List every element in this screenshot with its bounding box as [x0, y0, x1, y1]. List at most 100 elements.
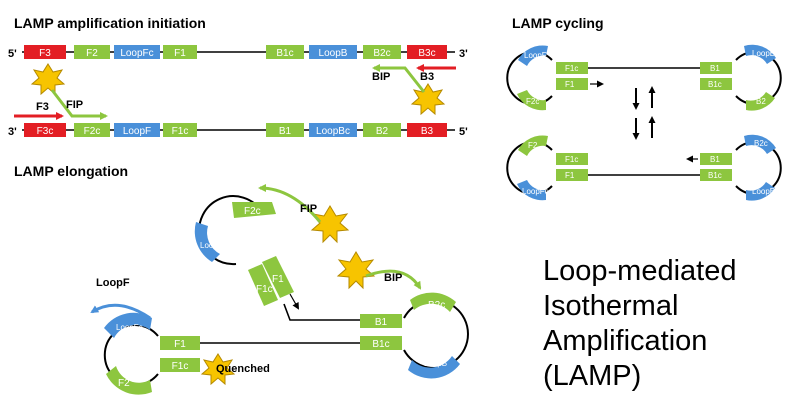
cycling-top-structure: LoopF F2c F1c F1 B1 B1c LoopBc B2 — [506, 44, 782, 111]
seg-bot-b3-label: B3 — [421, 126, 434, 137]
top-strand-5-end: 5' — [8, 48, 17, 60]
elong-b1-label: B1 — [375, 317, 388, 328]
seg-top-b1c — [266, 45, 304, 59]
elong-upper-f1c-label: F1c — [256, 284, 273, 295]
top-strand-3-end: 3' — [459, 48, 468, 60]
elong-upper-loopf-arc — [194, 222, 220, 262]
elong-b2c-arc — [410, 292, 456, 312]
elong-lower-f1 — [160, 336, 200, 350]
seg-top-f2-label: F2 — [86, 48, 98, 59]
elong-lower-loopfc-label: LoopFc — [116, 323, 143, 332]
seg-top-loopb — [309, 45, 357, 59]
elong-bip-star-icon — [336, 251, 376, 290]
title-elongation: LAMP elongation — [14, 163, 128, 179]
cyc-top-loopf-arc — [518, 45, 548, 66]
seg-top-f1-label: F1 — [174, 48, 186, 59]
cyc-top-f1c — [556, 62, 588, 74]
elong-fip-arrow — [258, 184, 322, 223]
bottom-strand-segments: F3c F2c LoopF F1c B1 LoopBc B2 B3 — [24, 123, 447, 137]
big-title-line-4: (LAMP) — [543, 360, 641, 392]
cyc-top-loopbc-label: LoopBc — [752, 49, 779, 58]
elong-loopf-primer-label: LoopF — [96, 277, 130, 289]
cyc-bot-f1c-label: F1c — [565, 155, 578, 164]
elong-lower-f2-label: F2 — [118, 378, 130, 389]
seg-bot-f3c-label: F3c — [37, 126, 54, 137]
elong-bip-label: BIP — [384, 272, 402, 284]
cyc-bot-b2c-arc — [744, 134, 776, 154]
elong-lower-f2-arc — [106, 366, 152, 395]
seg-bot-b1-label: B1 — [279, 126, 292, 137]
elong-loopb-label: LoopB — [424, 359, 447, 368]
cyc-bot-f1 — [556, 169, 588, 181]
big-title-line-2: Isothermal — [543, 290, 678, 322]
seg-bot-f2c — [74, 123, 110, 137]
elong-upper-loop: F2c LoopF F1 F1c — [194, 195, 299, 310]
bip-primer-arrow — [372, 64, 426, 93]
elong-lower-loopfc-arc — [104, 312, 152, 338]
cyc-bot-f1c — [556, 153, 588, 165]
elong-upper-f2c-label: F2c — [244, 206, 261, 217]
elong-upper-extension-arrow — [289, 293, 299, 310]
seg-top-f3-label: F3 — [39, 48, 51, 59]
top-strand-segments: F3 F2 LoopFc F1 B1c LoopB B2c B3c — [24, 45, 447, 59]
elong-upper-loop-circle — [198, 195, 263, 266]
seg-top-b3c — [407, 45, 447, 59]
cyc-bot-loopfc-label: LoopFc — [522, 187, 549, 196]
cyc-bot-loopb-arc — [746, 182, 775, 201]
bottom-strand-3-end: 3' — [8, 126, 17, 138]
cyc-top-b1c — [700, 78, 732, 90]
up-down-arrow-icon — [632, 86, 656, 140]
title-cycling: LAMP cycling — [512, 15, 604, 31]
seg-top-b2c-label: B2c — [373, 48, 390, 59]
seg-bot-loopbc — [309, 123, 357, 137]
cyc-top-b1c-label: B1c — [708, 80, 722, 89]
cyc-bot-f2-label: F2 — [528, 141, 538, 150]
bip-label: BIP — [372, 71, 390, 83]
big-title: Loop-mediated Isothermal Amplification (… — [543, 255, 736, 392]
seg-bot-f3c — [24, 123, 66, 137]
cyc-top-f2c-label: F2c — [526, 97, 539, 106]
elong-fip-star-icon — [310, 205, 350, 244]
cyc-bot-b2c-label: B2c — [754, 139, 768, 148]
seg-bot-b2-label: B2 — [376, 126, 389, 137]
big-title-line-3: Amplification — [543, 325, 707, 357]
elong-upper-f1 — [262, 256, 294, 298]
elong-upper-strand — [283, 303, 360, 321]
elong-lower-f1c-label: F1c — [172, 361, 189, 372]
cyc-top-b1 — [700, 62, 732, 74]
f3-label: F3 — [36, 101, 49, 113]
elong-loopf-primer-arrow — [90, 303, 151, 320]
seg-bot-b1 — [266, 123, 304, 137]
b3-label: B3 — [420, 71, 434, 83]
cyc-top-f1-label: F1 — [565, 80, 575, 89]
elong-b1c — [360, 336, 402, 350]
seg-top-loopb-label: LoopB — [319, 48, 348, 59]
elong-loopb-arc — [408, 356, 460, 379]
seg-bot-f2c-label: F2c — [84, 126, 101, 137]
elong-b1c-label: B1c — [372, 339, 389, 350]
elong-quenched-label: Quenched — [216, 363, 270, 375]
seg-top-f2 — [74, 45, 110, 59]
seg-bot-loopf-label: LoopF — [123, 126, 151, 137]
cyc-bot-b1 — [700, 153, 732, 165]
seg-bot-loopf — [114, 123, 160, 137]
cyc-bot-b1c-label: B1c — [708, 171, 722, 180]
seg-bot-f1c — [163, 123, 197, 137]
cyc-top-f1 — [556, 78, 588, 90]
cyc-top-b1-label: B1 — [710, 64, 720, 73]
fip-primer-arrow — [50, 89, 108, 120]
cyc-bot-f2-arc — [518, 135, 548, 156]
cycling-bottom-structure: F2 LoopFc F1c F1 B1 B1c B2c LoopB — [506, 134, 782, 201]
cyc-top-f2c-arc — [517, 90, 546, 111]
seg-bot-b3 — [407, 123, 447, 137]
fip-label: FIP — [66, 99, 83, 111]
seg-top-b2c — [363, 45, 401, 59]
bottom-strand-5-end: 5' — [459, 126, 468, 138]
quenched-star-icon — [200, 353, 236, 386]
seg-bot-b2 — [363, 123, 401, 137]
elong-lower-f1c — [160, 358, 200, 372]
cyc-top-f1c-label: F1c — [565, 64, 578, 73]
elong-b2c-label: B2c — [428, 300, 445, 311]
fip-star-icon — [30, 63, 66, 96]
